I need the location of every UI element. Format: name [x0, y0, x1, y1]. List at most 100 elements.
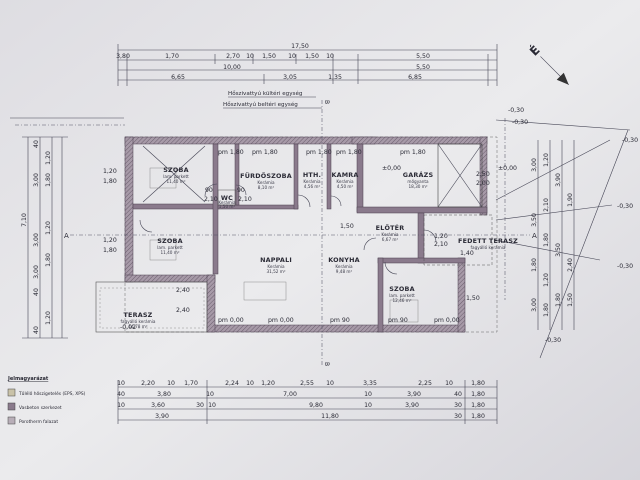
room-szoba-2: SZOBA lam. parkett 11,40 m² [157, 237, 183, 255]
dim-left-c2: 1,20 [45, 311, 52, 325]
dim-top-r1: 1,50 [305, 53, 319, 60]
door-label: 90 [205, 187, 213, 194]
room-area: 4,56 m² [304, 184, 321, 189]
dim-right-c4: 2,40 [567, 258, 574, 272]
room-floor: Kerámia [257, 180, 275, 185]
dim-right-c3: 1,80 [555, 293, 562, 307]
room-floor: Kerámia [267, 264, 285, 269]
dim-bottom-r3: 9,80 [309, 402, 323, 409]
dim-bottom-r2: 10 [364, 391, 372, 398]
dim-left-c1: 40 [33, 140, 40, 148]
room-furdoszoba: FÜRDŐSZOBA Kerámia 8,10 m² [240, 171, 292, 190]
dim-top-r2: 5,50 [416, 64, 430, 71]
misc-dim: 1,40 [460, 250, 474, 257]
room-name: SZOBA [157, 237, 183, 245]
dim-left-c1: 40 [33, 326, 40, 334]
misc-dim: -0,02 [120, 324, 136, 331]
sill-label: pm 0,00 [218, 317, 244, 324]
dim-left-c1: 3,00 [33, 265, 40, 279]
room-floor: mőgyanta [407, 179, 429, 184]
dim-right-c2: 1,80 [543, 303, 550, 317]
dim-bottom-r2: 1,80 [471, 391, 485, 398]
dim-left-c1: 40 [33, 288, 40, 296]
dim-bottom-r1: 2,25 [418, 380, 432, 387]
room-floor: lam. parkett [157, 245, 183, 250]
misc-dim: 1,50 [466, 295, 480, 302]
room-name: HTH. [303, 171, 321, 179]
dim-bottom-r2: 3,90 [407, 391, 421, 398]
dim-right-c2: 1,20 [543, 153, 550, 167]
dim-bottom-r2: 7,00 [283, 391, 297, 398]
dim-bottom-r3: 3,60 [151, 402, 165, 409]
dim-bottom-r1: 10 [117, 380, 125, 387]
height-label: pm 1,80 [400, 149, 426, 156]
dim-right-c2: 1,20 [543, 273, 550, 287]
dim-bottom-r4: 30 [454, 413, 462, 420]
dim-bottom-r3: 30 [196, 402, 204, 409]
misc-dim: 2,10 [434, 241, 448, 248]
room-floor: fagyálló kerámia [471, 245, 506, 250]
dim-left-c1: 3,00 [33, 233, 40, 247]
room-area: 11,40 m² [160, 250, 179, 255]
dim-bottom-r3: 30 [454, 402, 462, 409]
dim-top-r1: 3,80 [116, 53, 130, 60]
room-name: KONYHA [328, 256, 360, 264]
height-label: pm 1,80 [252, 149, 278, 156]
level-label: -0,30 [512, 119, 528, 126]
garage-label: 2,50 [476, 171, 490, 178]
section-marker-b-top: B [323, 100, 330, 104]
dim-left-c2: 1,20 [45, 221, 52, 235]
room-eloter: ELŐTÉR Kerámia 6,67 m² [376, 223, 405, 242]
dim-bottom-r2: 40 [117, 391, 125, 398]
dim-bottom-r1: 10 [445, 380, 453, 387]
dim-bottom-r4: 11,80 [321, 413, 339, 420]
room-name: TERASZ [123, 311, 152, 319]
dim-left-outer: 7,10 [21, 213, 28, 227]
garage-label: 2,00 [476, 180, 490, 187]
misc-dim: 2,40 [176, 307, 190, 314]
dim-bottom-r3: 3,90 [405, 402, 419, 409]
room-area: 18,30 m² [408, 184, 427, 189]
garage-label: ±0,00 [498, 165, 517, 172]
right-dimensions: 3,00 3,50 1,80 3,00 1,20 2,10 1,80 1,20 … [531, 140, 575, 330]
dim-right-c1: 3,00 [531, 298, 538, 312]
section-marker-a-left: A [64, 232, 69, 240]
dim-bottom-r1: 2,55 [300, 380, 314, 387]
legend-label: Tűlélő hőszigetelés (EPS, XPS) [18, 390, 86, 397]
level-label: -0,30 [622, 137, 638, 144]
dim-bottom-r4: 1,80 [471, 413, 485, 420]
room-name: FÜRDŐSZOBA [240, 171, 292, 180]
level-label: -0,30 [508, 107, 524, 114]
height-label: pm 1,80 [218, 149, 244, 156]
dim-right-c4: 1,50 [567, 293, 574, 307]
room-name: FEDETT TERASZ [458, 237, 518, 245]
left-dimensions: 7,10 40 3,00 3,00 40 3,00 40 1,20 1,80 1… [21, 136, 68, 339]
dim-bottom-r2: 10 [206, 391, 214, 398]
room-floor: Kerámia [218, 200, 236, 205]
room-floor: Kerámia [335, 264, 353, 269]
legend-swatch-insulation [7, 388, 16, 397]
note-indoor-unit: Hőszivattyú beltéri egység [223, 101, 298, 108]
room-name: ELŐTÉR [376, 223, 405, 232]
room-area: 12,46 m² [392, 298, 411, 303]
level-label: -0,30 [545, 337, 561, 344]
dim-top-r1: 10 [288, 53, 296, 60]
misc-dim: 2,40 [176, 287, 190, 294]
room-area: 11,40 m² [166, 179, 185, 184]
room-nappali: NAPPALI Kerámia 31,52 m² [260, 256, 292, 274]
top-dimensions: 17,50 3,80 1,70 2,70 10 1,50 10 1,50 10 … [116, 43, 498, 86]
room-szoba-1: SZOBA lam. parkett 11,40 m² [163, 166, 189, 184]
room-area: 6,67 m² [382, 237, 399, 242]
dim-top-r1: 5,50 [416, 53, 430, 60]
room-name: SZOBA [389, 285, 415, 293]
misc-dim: 1,20 [103, 237, 117, 244]
dim-bottom-r3: 1,80 [471, 402, 485, 409]
section-marker-b-bottom: B [323, 362, 330, 366]
room-area: 8,10 m² [258, 185, 275, 190]
dim-bottom-r1: 1,70 [184, 380, 198, 387]
level-label: -0,30 [617, 263, 633, 270]
legend-swatch-concrete [7, 402, 16, 411]
room-fedett-terasz: FEDETT TERASZ fagyálló kerámia [458, 237, 518, 250]
dim-bottom-r1: 3,35 [363, 380, 377, 387]
